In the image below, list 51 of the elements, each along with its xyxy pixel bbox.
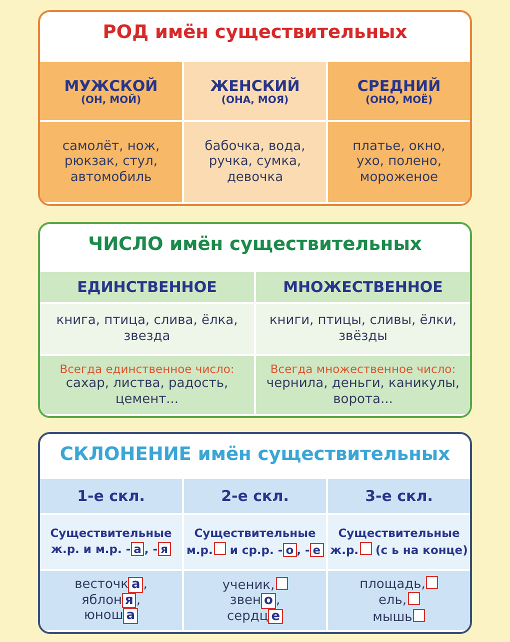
column-heading: СРЕДНИЙ [357, 76, 441, 94]
column-heading: 3-е скл. [365, 487, 433, 505]
rule-text: Существительные ж.р. и м.р. -а, -я [50, 526, 172, 558]
note-heading: Всегда единственное число: [60, 362, 234, 376]
column-heading: МНОЖЕСТВЕННОЕ [283, 278, 443, 296]
rule-text: Существительные ж.р. (с ь на конце) [330, 526, 468, 558]
column-heading: ЕДИНСТВЕННОЕ [77, 278, 217, 296]
table-cell [256, 304, 470, 354]
column-heading: 1-е скл. [77, 487, 145, 505]
table-cell [184, 515, 326, 569]
table-cell [40, 571, 182, 630]
section-title: РОД имён существительных [102, 22, 408, 43]
table-cell [40, 304, 254, 354]
example-words: самолёт, нож, рюкзак, стул, автомобиль [61, 138, 161, 186]
table-cell [328, 122, 470, 202]
example-words: сахар, листва, радость, цемент... [64, 376, 230, 408]
example-words: бабочка, вода, ручка, сумка, девочка [204, 138, 306, 186]
rule-text: Существительные м.р. и ср.р. -о, -е [186, 526, 324, 558]
example-words: книга, птица, слива, ёлка, звезда [55, 313, 239, 345]
header-cell [40, 272, 254, 302]
column-subheading: (ОН, МОЙ) [80, 94, 142, 106]
example-words: книги, птицы, сливы, ёлки, звёзды [268, 313, 458, 345]
header-cell [328, 62, 470, 120]
note-heading: Всегда множественное число: [270, 362, 456, 376]
header-cell [40, 62, 182, 120]
column-heading: МУЖСКОЙ [64, 76, 158, 94]
table-cell [40, 515, 182, 569]
header-cell [256, 272, 470, 302]
example-words: чернила, деньги, каникулы, ворота... [265, 376, 461, 408]
column-heading: ЖЕНСКИЙ [210, 76, 300, 94]
header-cell [328, 479, 470, 513]
column-heading: 2-е скл. [221, 487, 289, 505]
column-subheading: (ОНО, МОЁ) [365, 94, 433, 106]
table-cell [40, 122, 182, 202]
section-panel [38, 10, 472, 206]
table-cell [328, 515, 470, 569]
header-cell [184, 479, 326, 513]
table-cell [328, 571, 470, 630]
table-cell [40, 356, 254, 414]
header-cell [184, 62, 326, 120]
table-cell [184, 122, 326, 202]
section-panel [38, 222, 472, 418]
example-words: платье, окно, ухо, полено, мороженое [352, 138, 446, 186]
section-title: СКЛОНЕНИЕ имён существительных [58, 444, 452, 465]
example-words: площадь, ель, мышь [360, 576, 438, 626]
table-cell [256, 356, 470, 414]
section-panel [38, 432, 472, 634]
section-title: ЧИСЛО имён существительных [87, 234, 423, 255]
header-cell [40, 479, 182, 513]
table-cell [184, 571, 326, 630]
column-subheading: (ОНА, МОЯ) [221, 94, 289, 106]
